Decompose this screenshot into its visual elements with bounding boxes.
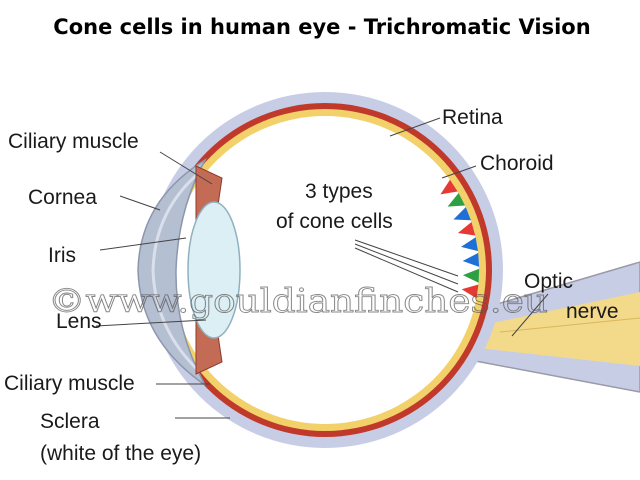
watermark: ©www.gouldianfinches.eu bbox=[48, 281, 548, 320]
label-ciliary-muscle-top: Ciliary muscle bbox=[8, 130, 139, 153]
label-nerve: nerve bbox=[566, 300, 619, 323]
label-cone-cells: of cone cells bbox=[276, 210, 393, 233]
cone-cells bbox=[440, 179, 480, 299]
label-lens: Lens bbox=[56, 310, 102, 333]
label-cone-types: 3 types bbox=[305, 180, 373, 203]
label-cornea: Cornea bbox=[28, 186, 97, 209]
cone-cell bbox=[453, 207, 471, 221]
page-title: Cone cells in human eye - Trichromatic V… bbox=[53, 15, 590, 39]
cone-cell bbox=[462, 252, 480, 267]
cone-cell bbox=[447, 193, 466, 207]
label-iris: Iris bbox=[48, 244, 76, 267]
vitreous-body bbox=[171, 116, 479, 424]
label-sclera-note: (white of the eye) bbox=[40, 442, 201, 465]
cone-cell bbox=[461, 284, 479, 299]
leader-lines bbox=[95, 117, 549, 419]
label-optic: Optic bbox=[524, 270, 573, 293]
label-ciliary-muscle-bottom: Ciliary muscle bbox=[4, 372, 135, 395]
label-sclera: Sclera bbox=[40, 410, 100, 433]
label-retina: Retina bbox=[442, 106, 503, 129]
cone-cell bbox=[440, 179, 458, 195]
cone-cell bbox=[461, 237, 478, 252]
cone-cell bbox=[457, 221, 476, 236]
cone-cell bbox=[462, 268, 480, 283]
label-choroid: Choroid bbox=[480, 152, 554, 175]
lens bbox=[187, 201, 241, 339]
cornea bbox=[137, 157, 207, 386]
